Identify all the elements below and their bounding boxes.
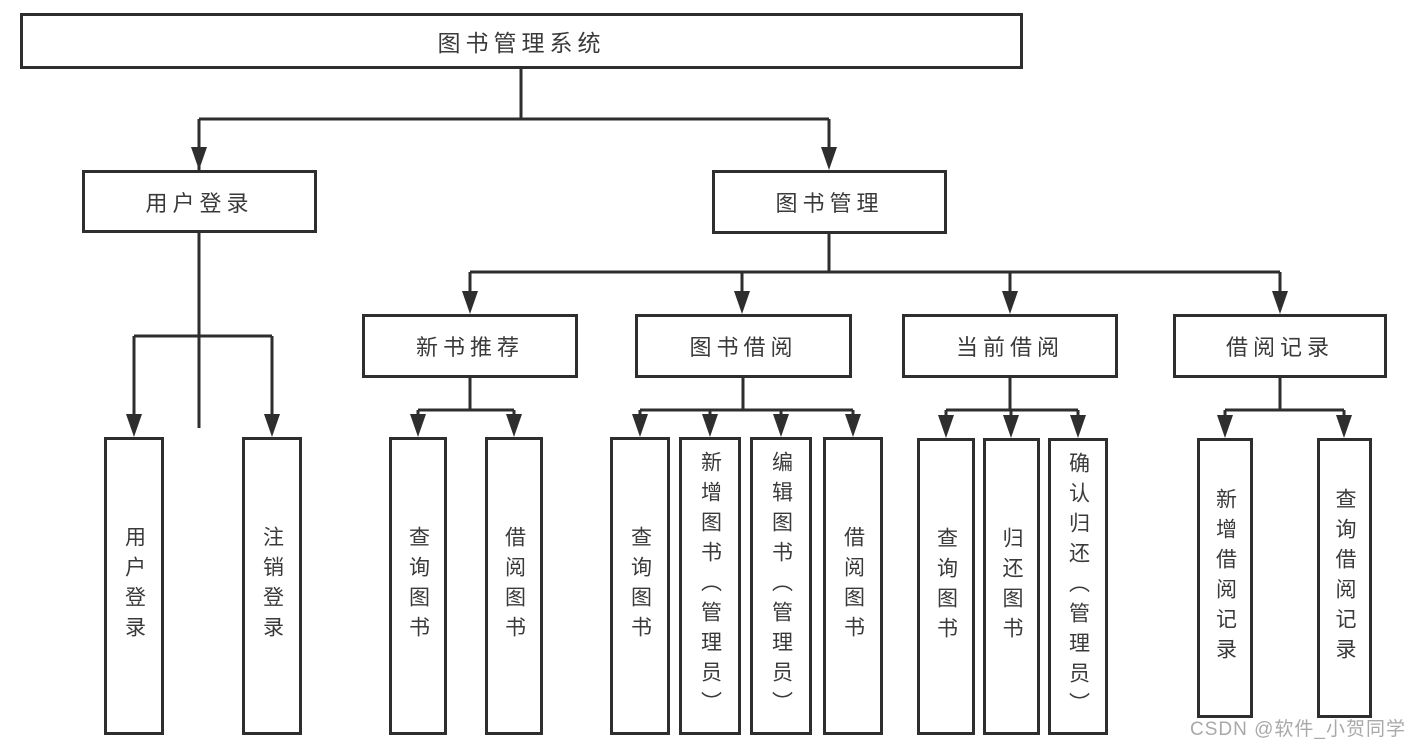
connector-borrow-to-children — [638, 378, 855, 432]
connector-records-to-children — [1223, 378, 1346, 433]
node-book-management: 图书管理 — [712, 170, 947, 234]
leaf-confirm-return-admin: 确认归还（管理员） — [1048, 438, 1108, 735]
arrow-down-icon — [1003, 415, 1019, 438]
leaf-user-login: 用户登录 — [104, 437, 164, 735]
leaf-return-books: 归还图书 — [983, 438, 1040, 735]
leaf-edit-books-admin: 编辑图书（管理员） — [750, 437, 812, 735]
arrow-down-icon — [264, 414, 280, 437]
arrow-down-icon — [191, 147, 207, 170]
node-user-login: 用户登录 — [82, 170, 317, 233]
node-current-borrowing: 当前借阅 — [902, 314, 1118, 378]
arrow-down-icon — [410, 414, 426, 437]
leaf-query-books-current: 查询图书 — [917, 438, 975, 735]
leaf-query-books-borrow: 查询图书 — [610, 437, 670, 735]
arrow-down-icon — [821, 147, 837, 170]
arrow-down-icon — [462, 291, 478, 314]
arrow-down-icon — [632, 414, 648, 437]
arrow-down-icon — [734, 291, 750, 314]
node-book-borrowing: 图书借阅 — [635, 314, 852, 378]
connector-root-to-level2 — [197, 69, 831, 428]
arrow-down-icon — [1272, 291, 1288, 314]
leaf-query-books-recommend: 查询图书 — [389, 437, 447, 735]
leaf-add-borrow-record: 新增借阅记录 — [1197, 438, 1253, 718]
node-library-management-system: 图书管理系统 — [20, 13, 1023, 69]
connector-new-book-to-children — [416, 378, 516, 432]
arrow-down-icon — [506, 414, 522, 437]
connector-user-login-to-children — [132, 233, 274, 432]
arrow-down-icon — [845, 414, 861, 437]
arrow-down-icon — [1070, 415, 1086, 438]
leaf-add-books-admin: 新增图书（管理员） — [679, 437, 741, 735]
connector-lines — [132, 69, 1346, 433]
arrowheads — [126, 147, 1352, 438]
node-new-book-recommend: 新书推荐 — [362, 314, 578, 378]
csdn-watermark: CSDN @软件_小贺同学 — [1190, 719, 1405, 740]
leaf-query-borrow-record: 查询借阅记录 — [1317, 438, 1372, 718]
node-borrow-records: 借阅记录 — [1173, 314, 1387, 378]
leaf-borrow-books: 借阅图书 — [823, 437, 883, 735]
leaf-borrow-books-recommend: 借阅图书 — [485, 437, 543, 735]
leaf-logout: 注销登录 — [242, 437, 302, 735]
arrow-down-icon — [1336, 415, 1352, 438]
connector-book-mgmt-to-level3 — [468, 234, 1282, 309]
arrow-down-icon — [702, 414, 718, 437]
arrow-down-icon — [773, 414, 789, 437]
arrow-down-icon — [1217, 415, 1233, 438]
arrow-down-icon — [126, 414, 142, 437]
arrow-down-icon — [1002, 291, 1018, 314]
arrow-down-icon — [938, 415, 954, 438]
